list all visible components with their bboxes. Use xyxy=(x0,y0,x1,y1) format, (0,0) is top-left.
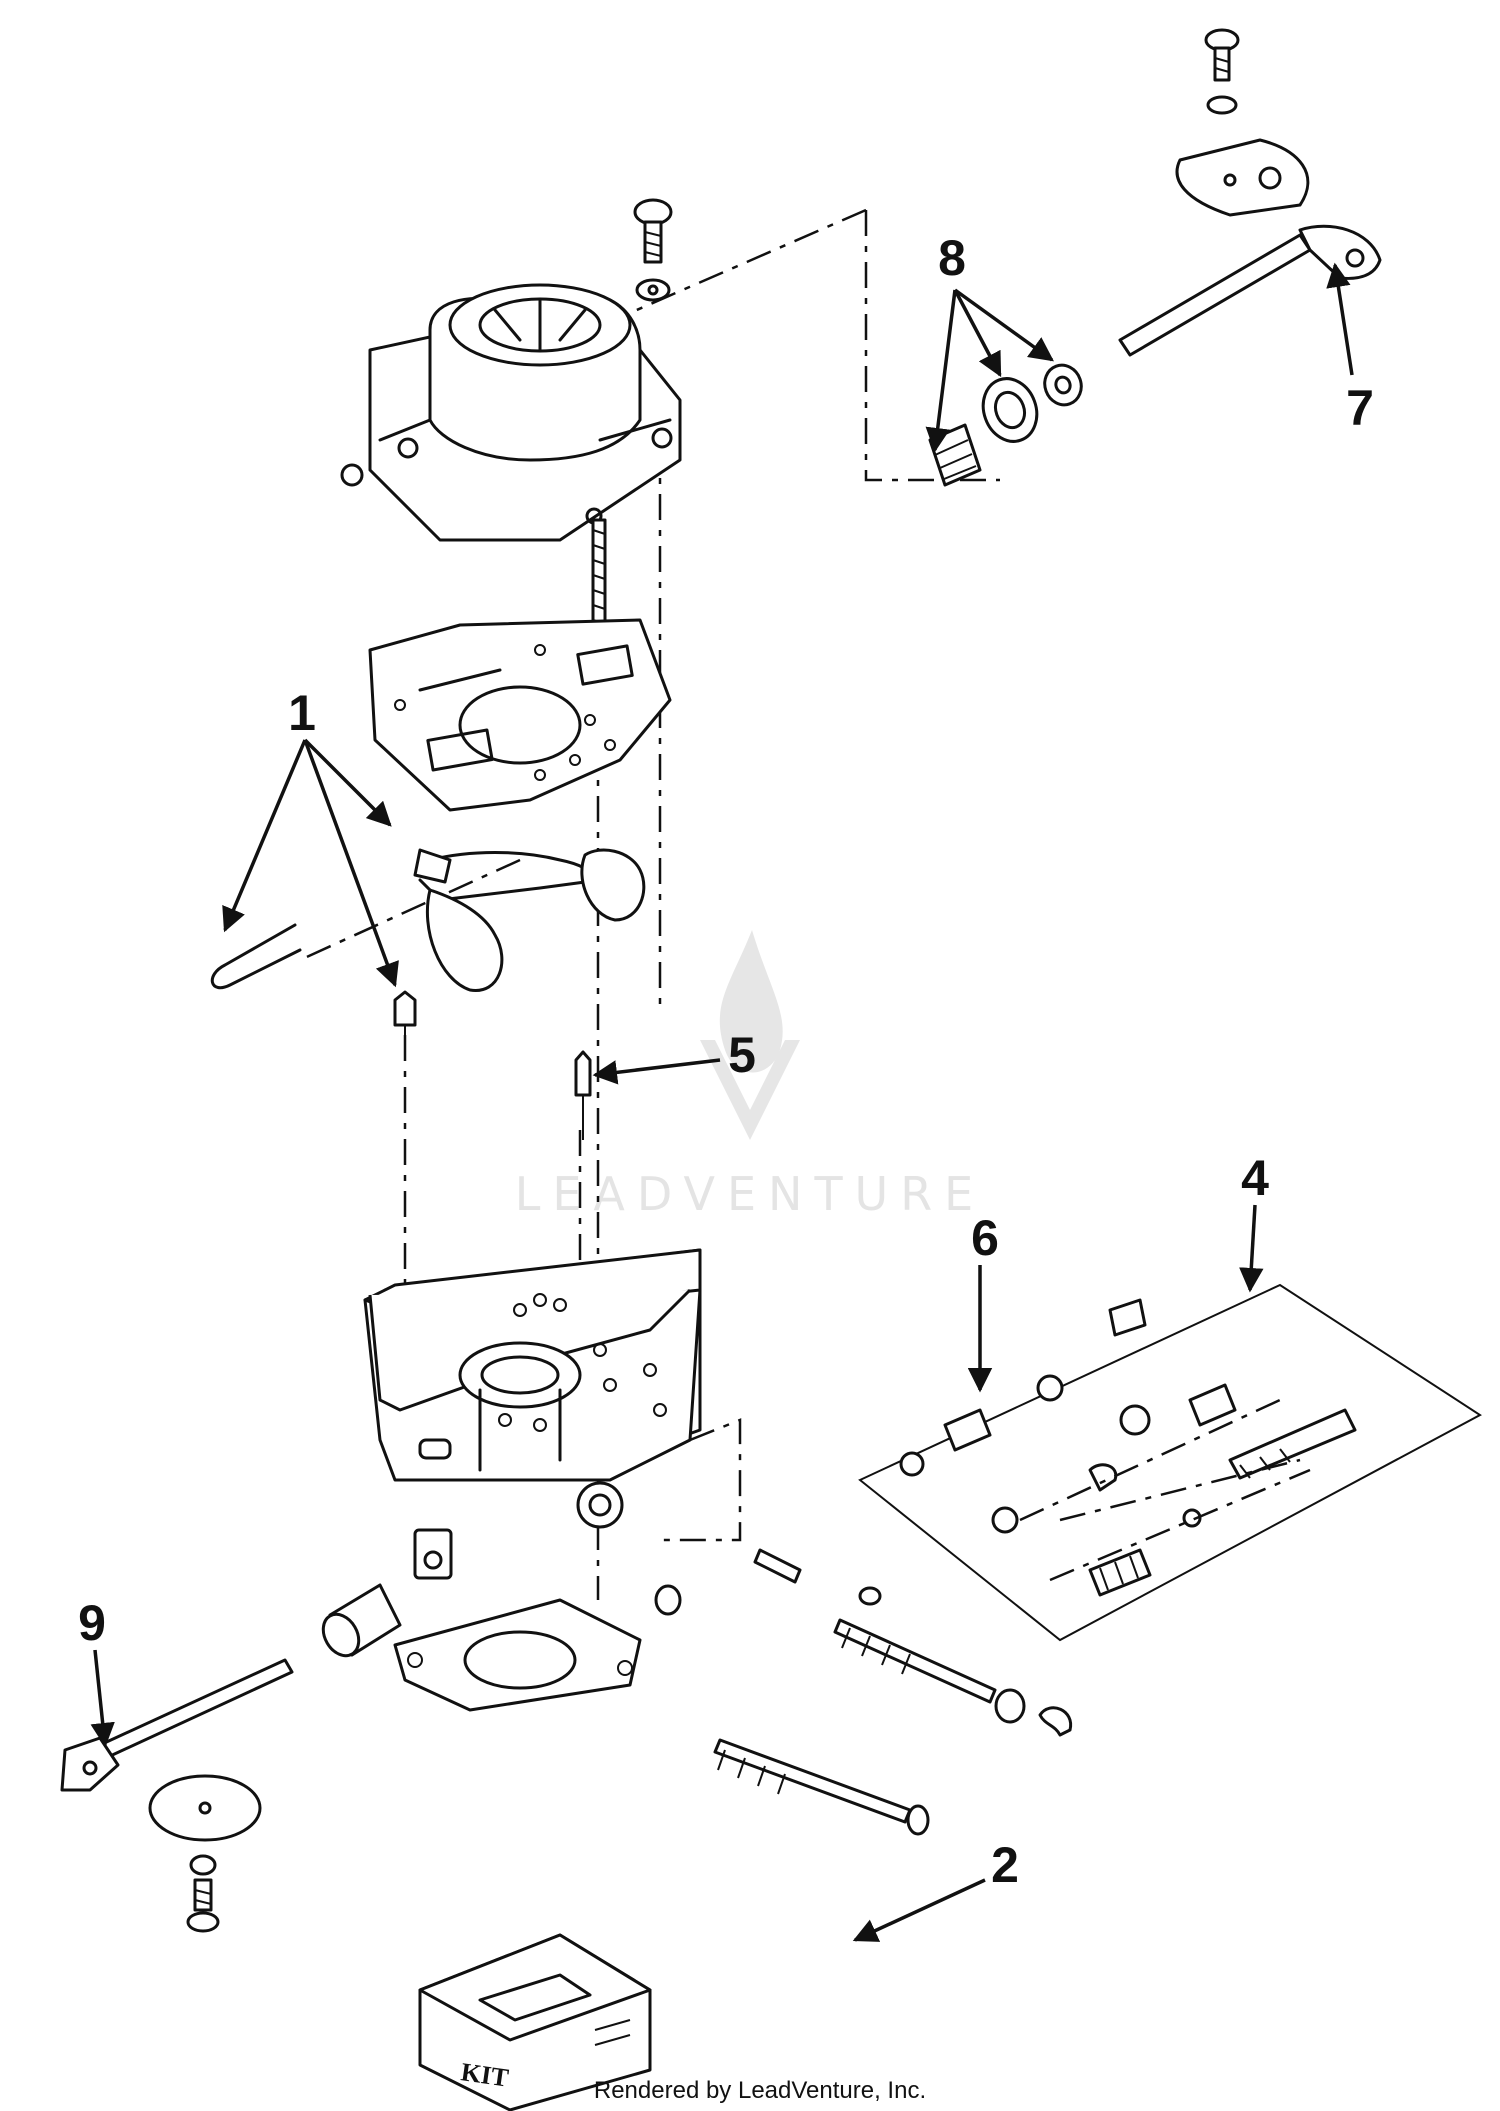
watermark: LEADVENTURE xyxy=(515,930,986,1221)
throttle-plate xyxy=(1175,138,1310,217)
callout-6: 6 xyxy=(971,1210,999,1266)
idle-mixture-screw xyxy=(833,1618,1073,1737)
callout-arrows xyxy=(90,262,1354,1942)
throttle-shaft xyxy=(1118,224,1382,357)
choke-screw xyxy=(186,1854,220,1933)
shaft-seals xyxy=(928,363,1083,487)
choke-bracket xyxy=(413,1528,453,1580)
choke-bushing xyxy=(321,1583,402,1658)
watermark-text: LEADVENTURE xyxy=(515,1167,986,1221)
callout-5: 5 xyxy=(728,1027,756,1083)
carburetor-body xyxy=(363,1248,702,1580)
callout-1: 1 xyxy=(288,685,316,741)
choke-shaft xyxy=(60,1658,294,1792)
assembly-centerlines xyxy=(299,208,1000,1600)
bowl-gasket xyxy=(368,618,672,812)
threaded-stud xyxy=(591,518,607,642)
float-pin xyxy=(210,923,302,990)
choke-plate xyxy=(148,1774,262,1842)
top-screw xyxy=(633,198,673,302)
main-jet xyxy=(574,1050,592,1140)
render-credit: Rendered by LeadVenture, Inc. xyxy=(594,2077,926,2104)
flame-logo-icon xyxy=(700,930,800,1140)
vent-nut xyxy=(340,463,364,487)
inlet-needle xyxy=(393,990,417,1045)
kit-label: KIT xyxy=(459,2057,510,2092)
callout-4: 4 xyxy=(1241,1150,1269,1206)
callout-8: 8 xyxy=(938,230,966,286)
idle-port xyxy=(576,1481,624,1529)
throttle-screw xyxy=(1204,28,1240,115)
gasket-kit-group xyxy=(858,1283,1482,1642)
callout-labels: 1 2 4 5 6 7 8 9 xyxy=(78,230,1374,1893)
callout-2: 2 xyxy=(991,1837,1019,1893)
flange-gasket xyxy=(393,1598,642,1712)
callout-9: 9 xyxy=(78,1595,106,1651)
air-horn-body xyxy=(340,283,682,542)
fuel-jets xyxy=(654,1548,882,1616)
idle-speed-screw xyxy=(713,1738,930,1836)
float-assembly xyxy=(413,848,646,992)
callout-7: 7 xyxy=(1346,380,1374,436)
rebuild-kit-box: KIT xyxy=(418,1933,652,2111)
